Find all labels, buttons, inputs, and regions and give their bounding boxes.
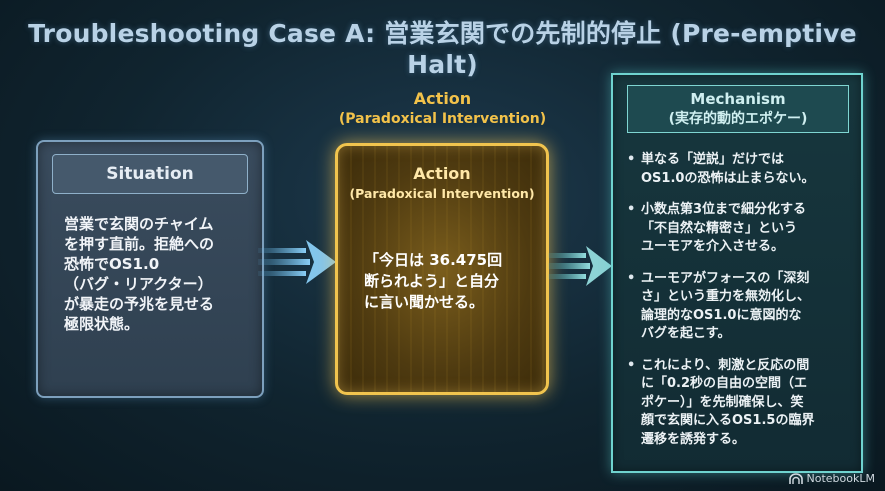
situation-panel: Situation 営業で玄関のチャイム を押す直前。拒絶への 恐怖でOS1.0… <box>36 140 264 398</box>
arrow-right-icon <box>548 246 612 286</box>
action-caption-title: Action <box>413 89 472 108</box>
situation-header: Situation <box>52 154 248 194</box>
situation-line: を押す直前。拒絶への <box>64 235 215 253</box>
action-line: 「今日は 36.475回 <box>364 251 503 269</box>
situation-line: 恐怖でOS1.0 <box>64 255 160 273</box>
bullet-line: ユーモアがフォースの「深刻 <box>641 270 810 286</box>
notebooklm-icon <box>788 472 803 484</box>
bullet-line: OS1.0の恐怖は止まらない。 <box>641 170 815 186</box>
page-title: Troubleshooting Case A: 営業玄関での先制的停止 (Pre… <box>28 19 857 79</box>
mechanism-bullet: 小数点第3位まで細分化する 「不自然な精密さ」という ユーモアを介入させる。 <box>625 201 857 257</box>
action-line: 断られよう」と自分 <box>364 272 500 290</box>
brand-watermark: NotebookLM <box>788 472 875 485</box>
mechanism-panel: Mechanism (実存的動的エポケー) 単なる「逆説」だけでは OS1.0の… <box>611 73 863 473</box>
action-title: Action <box>413 164 471 183</box>
action-text: 「今日は 36.475回 断られよう」と自分 に言い聞かせる。 <box>364 250 534 313</box>
bullet-line: 論理的なOS1.0に意図的な <box>641 307 802 323</box>
arrow-right-icon <box>258 240 336 284</box>
bullet-line: 遷移を誘発する。 <box>641 431 746 447</box>
situation-line: 極限状態。 <box>64 315 140 333</box>
bullet-line: これにより、刺激と反応の間 <box>641 357 810 373</box>
bullet-line: 小数点第3位まで細分化する <box>641 202 807 217</box>
bullet-line: さ」という重力を無効化し、 <box>641 289 811 304</box>
situation-line: 営業で玄関のチャイム <box>64 215 214 233</box>
mechanism-bullet: これにより、刺激と反応の間 に「0.2秒の自由の空間（エ ポケー）」を先制確保し… <box>625 357 857 450</box>
action-line: に言い聞かせる。 <box>364 293 485 311</box>
situation-text: 営業で玄関のチャイム を押す直前。拒絶への 恐怖でOS1.0 （バグ・リアクター… <box>64 214 260 334</box>
bullet-line: 「不自然な精密さ」という <box>641 220 798 236</box>
action-caption-subtitle: (Paradoxical Intervention) <box>338 111 547 127</box>
situation-line: （バグ・リアクター） <box>64 275 213 293</box>
action-caption: Action (Paradoxical Intervention) <box>330 88 555 128</box>
bullet-line: ユーモアを介入させる。 <box>641 239 785 254</box>
mechanism-subtitle: (実存的動的エポケー) <box>668 111 808 127</box>
mechanism-title: Mechanism <box>690 90 786 108</box>
bullet-line: 顔で玄関に入るOS1.5の臨界 <box>641 413 815 428</box>
mechanism-bullet-list: 単なる「逆説」だけでは OS1.0の恐怖は止まらない。 小数点第3位まで細分化す… <box>625 151 857 462</box>
brand-label: NotebookLM <box>806 472 875 485</box>
bullet-line: に「0.2秒の自由の空間（エ <box>641 376 808 391</box>
mechanism-bullet: 単なる「逆説」だけでは OS1.0の恐怖は止まらない。 <box>625 151 857 188</box>
bullet-line: ポケー）」を先制確保し、笑 <box>641 394 804 410</box>
situation-line: が暴走の予兆を見せる <box>64 295 215 313</box>
action-panel: Action (Paradoxical Intervention) 「今日は 3… <box>335 143 549 395</box>
mechanism-header: Mechanism (実存的動的エポケー) <box>627 85 849 133</box>
action-subtitle: (Paradoxical Intervention) <box>349 186 535 201</box>
mechanism-bullet: ユーモアがフォースの「深刻 さ」という重力を無効化し、 論理的なOS1.0に意図… <box>625 270 857 344</box>
bullet-line: 単なる「逆説」だけでは <box>641 152 785 167</box>
bullet-line: バグを起こす。 <box>641 326 731 341</box>
